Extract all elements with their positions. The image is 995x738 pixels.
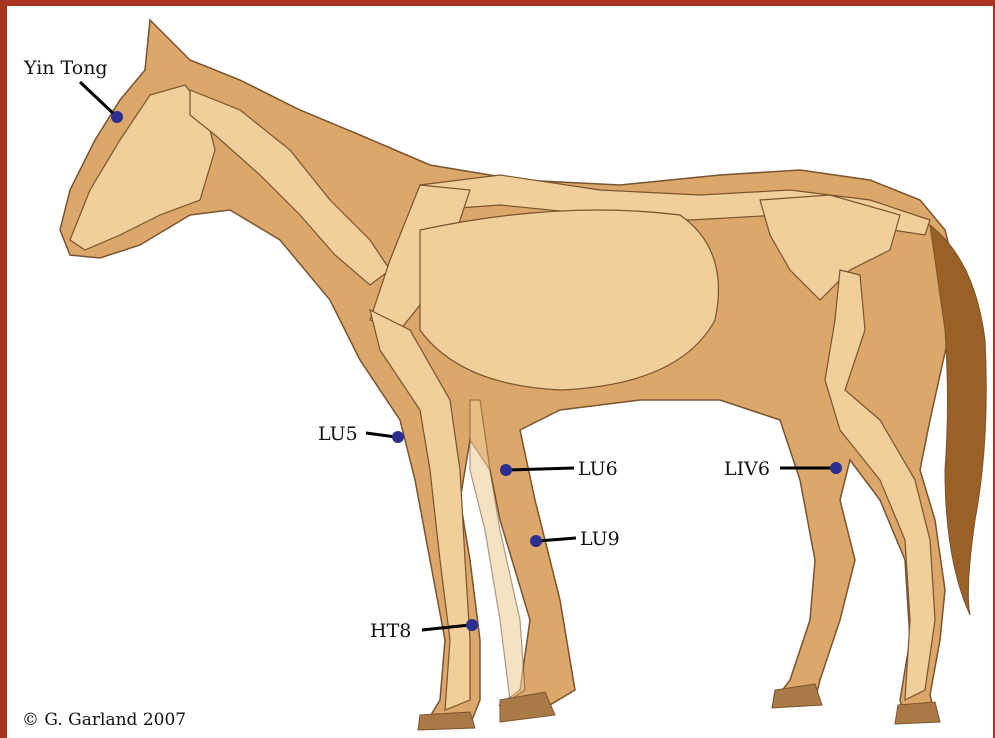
acupoint-lu5 bbox=[392, 431, 404, 443]
label-lu5: LU5 bbox=[318, 423, 358, 445]
label-ht8: HT8 bbox=[370, 620, 411, 642]
label-yin-tong: Yin Tong bbox=[23, 57, 108, 79]
label-liv6: LIV6 bbox=[724, 458, 770, 480]
label-lu6: LU6 bbox=[578, 458, 618, 480]
copyright-text: © G. Garland 2007 bbox=[22, 710, 186, 730]
label-lu9: LU9 bbox=[580, 528, 620, 550]
hooves bbox=[418, 684, 940, 730]
acupoint-yin-tong bbox=[111, 111, 123, 123]
acupoint-liv6 bbox=[830, 462, 842, 474]
acupoint-lu6 bbox=[500, 464, 512, 476]
acupoint-ht8 bbox=[466, 619, 478, 631]
acupoint-lu9 bbox=[530, 535, 542, 547]
